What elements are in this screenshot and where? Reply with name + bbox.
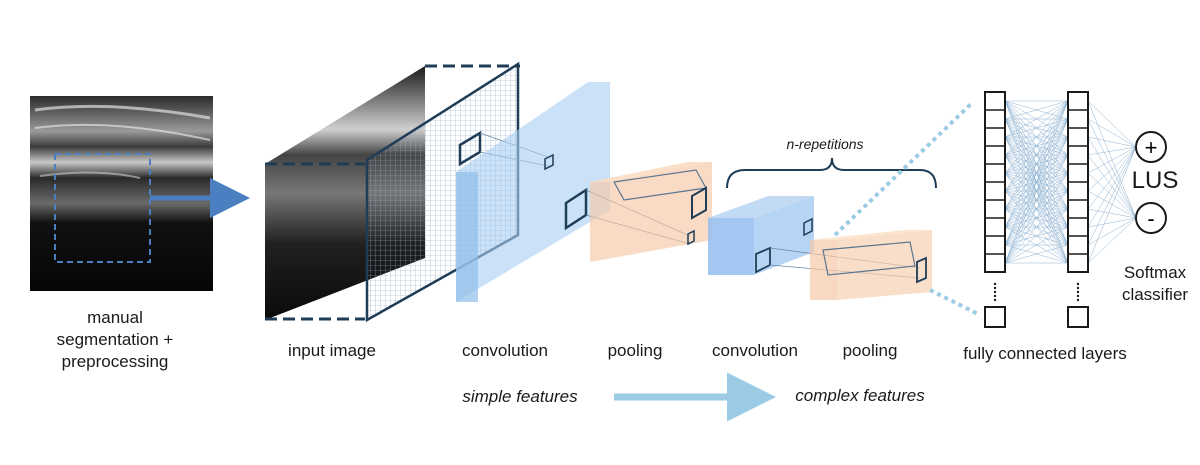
fc-ellipsis-dot (1076, 282, 1080, 286)
fully-connected-layers (984, 91, 1137, 328)
fc-connection (1004, 100, 1069, 246)
output-positive-node (1135, 131, 1167, 163)
fully-connected-label: fully connected layers (963, 344, 1127, 363)
output-positive-symbol: + (1145, 135, 1158, 160)
fc-last-unit (984, 306, 1006, 328)
fc-ellipsis-dot (993, 298, 997, 302)
fc-connection (1004, 100, 1069, 174)
fc-connection (1004, 100, 1069, 210)
output-negative-symbol: - (1147, 206, 1154, 231)
fc-connection (1004, 244, 1069, 264)
output-connection (1087, 146, 1137, 192)
fc-connection (1004, 154, 1069, 264)
fc-connection (1004, 118, 1069, 264)
output-connection (1087, 146, 1137, 156)
pooling-layer-2 (810, 230, 932, 300)
fc-ellipsis-dot (993, 286, 997, 290)
fc-connection (1004, 136, 1069, 264)
convolution-label-2: convolution (711, 341, 798, 360)
output-connection (1087, 208, 1137, 219)
fc-connector-bottom (929, 288, 979, 316)
complex-features-label: complex features (795, 386, 925, 405)
fc-connection (1004, 100, 1069, 264)
output-connection (1087, 146, 1137, 264)
output-connection (1087, 118, 1137, 148)
output-connection (1087, 118, 1137, 219)
fc-connection (1004, 226, 1069, 264)
output-connection (1087, 146, 1137, 246)
fc-connection (1004, 100, 1069, 228)
n-repetitions-label: n-repetitions (786, 136, 864, 152)
output-connection (1087, 136, 1137, 219)
fc-connection (1004, 208, 1069, 264)
output-connection (1087, 136, 1137, 148)
input-image-label: input image (288, 341, 376, 360)
output-negative-node (1135, 202, 1167, 234)
convolution-layer-2 (708, 196, 921, 279)
fc-connection (1004, 190, 1069, 264)
ultrasound-image (30, 96, 213, 291)
n-repetitions-brace (726, 157, 937, 189)
fc-connection (1004, 100, 1069, 156)
fc-ellipsis-dot (1076, 294, 1080, 298)
fc-connection (1004, 100, 1069, 138)
softmax-classifier-label: Softmax classifier (1121, 263, 1189, 304)
segmentation-box (54, 153, 151, 263)
output-connection (1087, 217, 1137, 228)
convolution-label-1: convolution (461, 341, 548, 360)
output-connection (1087, 146, 1137, 210)
pooling-layer-1 (590, 162, 712, 262)
output-connection (1087, 146, 1137, 228)
manual-segmentation-label: manual segmentation + preprocessing (56, 308, 174, 371)
pooling-label-1: pooling (607, 341, 663, 360)
fc-connection (1004, 100, 1069, 192)
fc-connection (1004, 100, 1069, 120)
output-connection (1087, 100, 1137, 219)
output-connection (1087, 154, 1137, 219)
fc-ellipsis-dot (993, 294, 997, 298)
fc-connection (1004, 172, 1069, 264)
fc-last-unit (1067, 306, 1089, 328)
lus-label: LUS (1131, 167, 1179, 194)
output-connection (1087, 100, 1137, 148)
fc-ellipsis-dot (993, 290, 997, 294)
fc-ellipsis-dot (1076, 290, 1080, 294)
fc-ellipsis-dot (993, 282, 997, 286)
output-connection (1087, 146, 1137, 174)
output-connection (1087, 217, 1137, 246)
simple-features-label: simple features (462, 387, 578, 406)
pooling-label-2: pooling (842, 341, 898, 360)
output-connection (1087, 217, 1137, 264)
fc-ellipsis-dot (1076, 298, 1080, 302)
fc-ellipsis-dot (1076, 286, 1080, 290)
